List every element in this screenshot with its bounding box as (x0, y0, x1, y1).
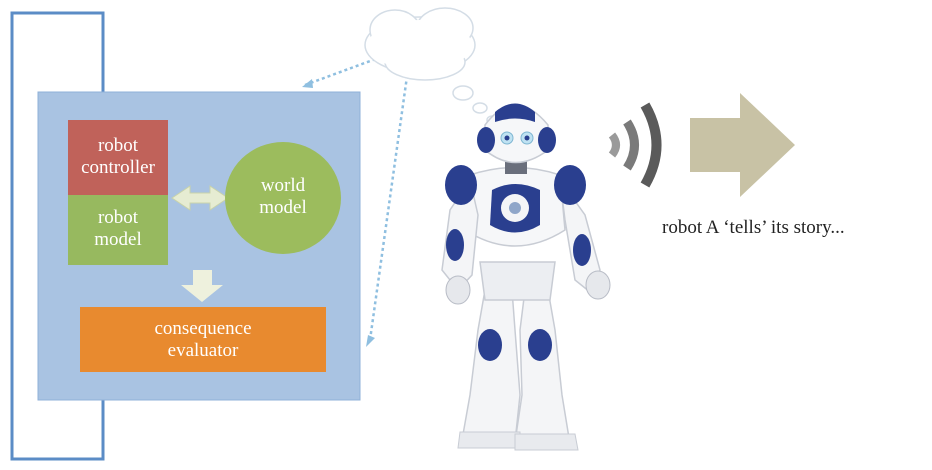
world-model-ellipse (225, 142, 341, 254)
link-arrowhead-left (302, 79, 313, 88)
humanoid-robot (441, 103, 611, 451)
link-arrowhead-bottom (366, 335, 375, 347)
wifi-signal-icon (608, 102, 662, 188)
robot-controller-box (68, 120, 168, 195)
cloud-fill (368, 13, 472, 75)
story-caption: robot A ‘tells’ its story... (662, 217, 845, 238)
down-arrow-icon (181, 270, 223, 302)
robot-model-box (68, 195, 168, 265)
consequence-evaluator-box (80, 307, 326, 372)
right-arrow-icon (690, 93, 795, 197)
